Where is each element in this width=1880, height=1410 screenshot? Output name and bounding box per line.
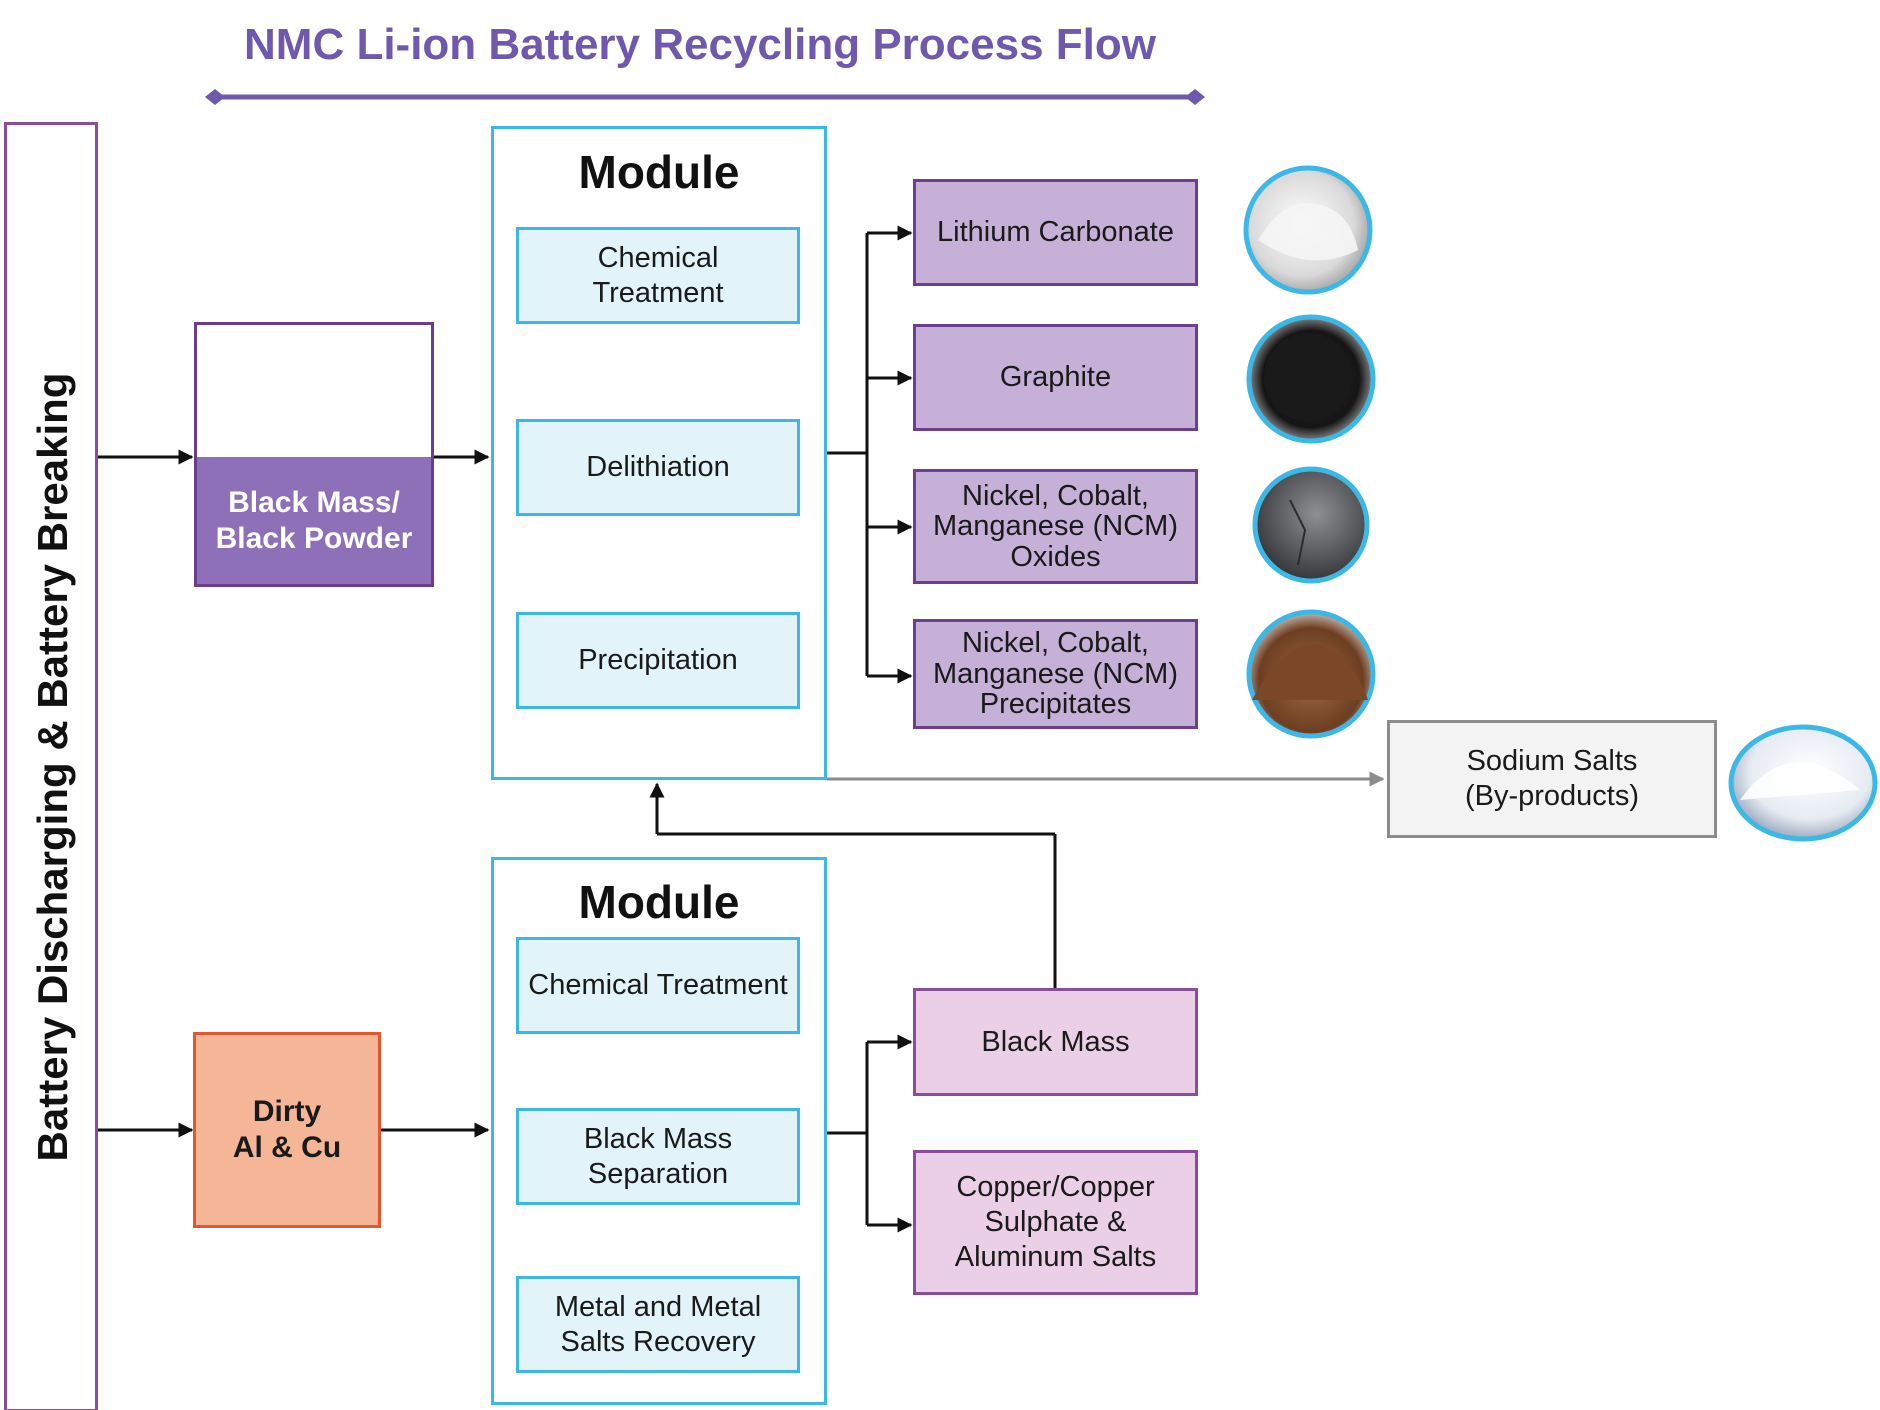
title-underline: [205, 89, 1205, 105]
top-output-branch: [827, 225, 913, 684]
page-title: NMC Li-ion Battery Recycling Process Flo…: [244, 20, 1156, 69]
graphite-sample-icon: [1246, 314, 1376, 444]
output-graphite: Graphite: [913, 324, 1198, 431]
module-top-step-chemical-treatment: Chemical Treatment: [516, 227, 800, 324]
output-text-line-1: Lithium Carbonate: [937, 216, 1174, 249]
output-text-line-1: Black Mass: [981, 1025, 1130, 1058]
output-ncm-oxides: Nickel, Cobalt, Manganese (NCM) Oxides: [913, 469, 1198, 584]
step-text-line-1: Chemical Treatment: [528, 969, 788, 1002]
side-process-bar: [4, 122, 98, 1410]
module-top-title: Module: [578, 146, 740, 198]
black-mass-recycle-arrow: [649, 782, 1057, 988]
output-ncm-precipitates: Nickel, Cobalt, Manganese (NCM) Precipit…: [913, 619, 1198, 729]
output-text-line-1: Graphite: [999, 361, 1112, 394]
output-copper-aluminum-salts: Copper/Copper Sulphate & Aluminum Salts: [913, 1150, 1198, 1295]
bottom-output-branch: [827, 1034, 913, 1233]
black-mass-label-line-2: Black Powder: [215, 521, 413, 555]
output-black-mass: Black Mass: [913, 988, 1198, 1096]
dirty-label-line-2: Al & Cu: [232, 1131, 342, 1164]
output-text-line-3: Precipitates: [979, 688, 1132, 721]
output-text-line-2: Sulphate &: [984, 1206, 1127, 1239]
output-text-line-1: Nickel, Cobalt,: [962, 627, 1149, 660]
byproduct-text-line-1: Sodium Salts: [1466, 745, 1638, 778]
ncm-oxides-sample-icon: [1252, 466, 1370, 584]
step-text-line-1: Precipitation: [578, 644, 738, 677]
dirty-al-cu-input: Dirty Al & Cu: [193, 1032, 381, 1228]
output-text-line-1: Copper/Copper: [956, 1171, 1155, 1204]
step-text-line-1: Delithiation: [586, 451, 730, 484]
step-text-line-1: Metal and Metal: [554, 1290, 762, 1323]
output-text-line-2: Manganese (NCM): [933, 510, 1178, 543]
lithium-carbonate-sample-icon: [1243, 165, 1373, 295]
module-bottom-step-black-mass-separation: Black Mass Separation: [516, 1108, 800, 1205]
byproduct-text-line-2: (By-products): [1464, 780, 1640, 812]
module-bottom-title: Module: [578, 876, 740, 928]
black-mass-label: Black Mass/ Black Powder: [197, 457, 431, 584]
ncm-precipitates-sample-icon: [1246, 609, 1376, 739]
step-text-line-2: Treatment: [592, 276, 724, 309]
sodium-salts-sample-icon: [1728, 724, 1878, 842]
black-mass-label-line-1: Black Mass/: [228, 485, 400, 519]
output-text-line-3: Aluminum Salts: [954, 1240, 1157, 1273]
module-bottom-step-chemical-treatment: Chemical Treatment: [516, 937, 800, 1034]
output-text-line-1: Nickel, Cobalt,: [962, 479, 1149, 512]
step-text-line-2: Salts Recovery: [560, 1325, 756, 1358]
byproduct-sodium-salts: Sodium Salts (By-products): [1387, 720, 1717, 838]
module-top-step-precipitation: Precipitation: [516, 612, 800, 709]
step-text-line-1: Black Mass: [583, 1122, 733, 1155]
step-text-line-1: Chemical: [597, 241, 719, 274]
module-top-step-delithiation: Delithiation: [516, 419, 800, 516]
output-lithium-carbonate: Lithium Carbonate: [913, 179, 1198, 286]
step-text-line-2: Separation: [587, 1157, 729, 1190]
side-process-label: Battery Discharging & Battery Breaking: [29, 372, 76, 1162]
output-text-line-2: Manganese (NCM): [933, 657, 1178, 690]
module-bottom-step-metal-salts-recovery: Metal and Metal Salts Recovery: [516, 1276, 800, 1373]
output-text-line-3: Oxides: [1010, 540, 1101, 573]
dirty-label-line-1: Dirty: [252, 1095, 322, 1128]
